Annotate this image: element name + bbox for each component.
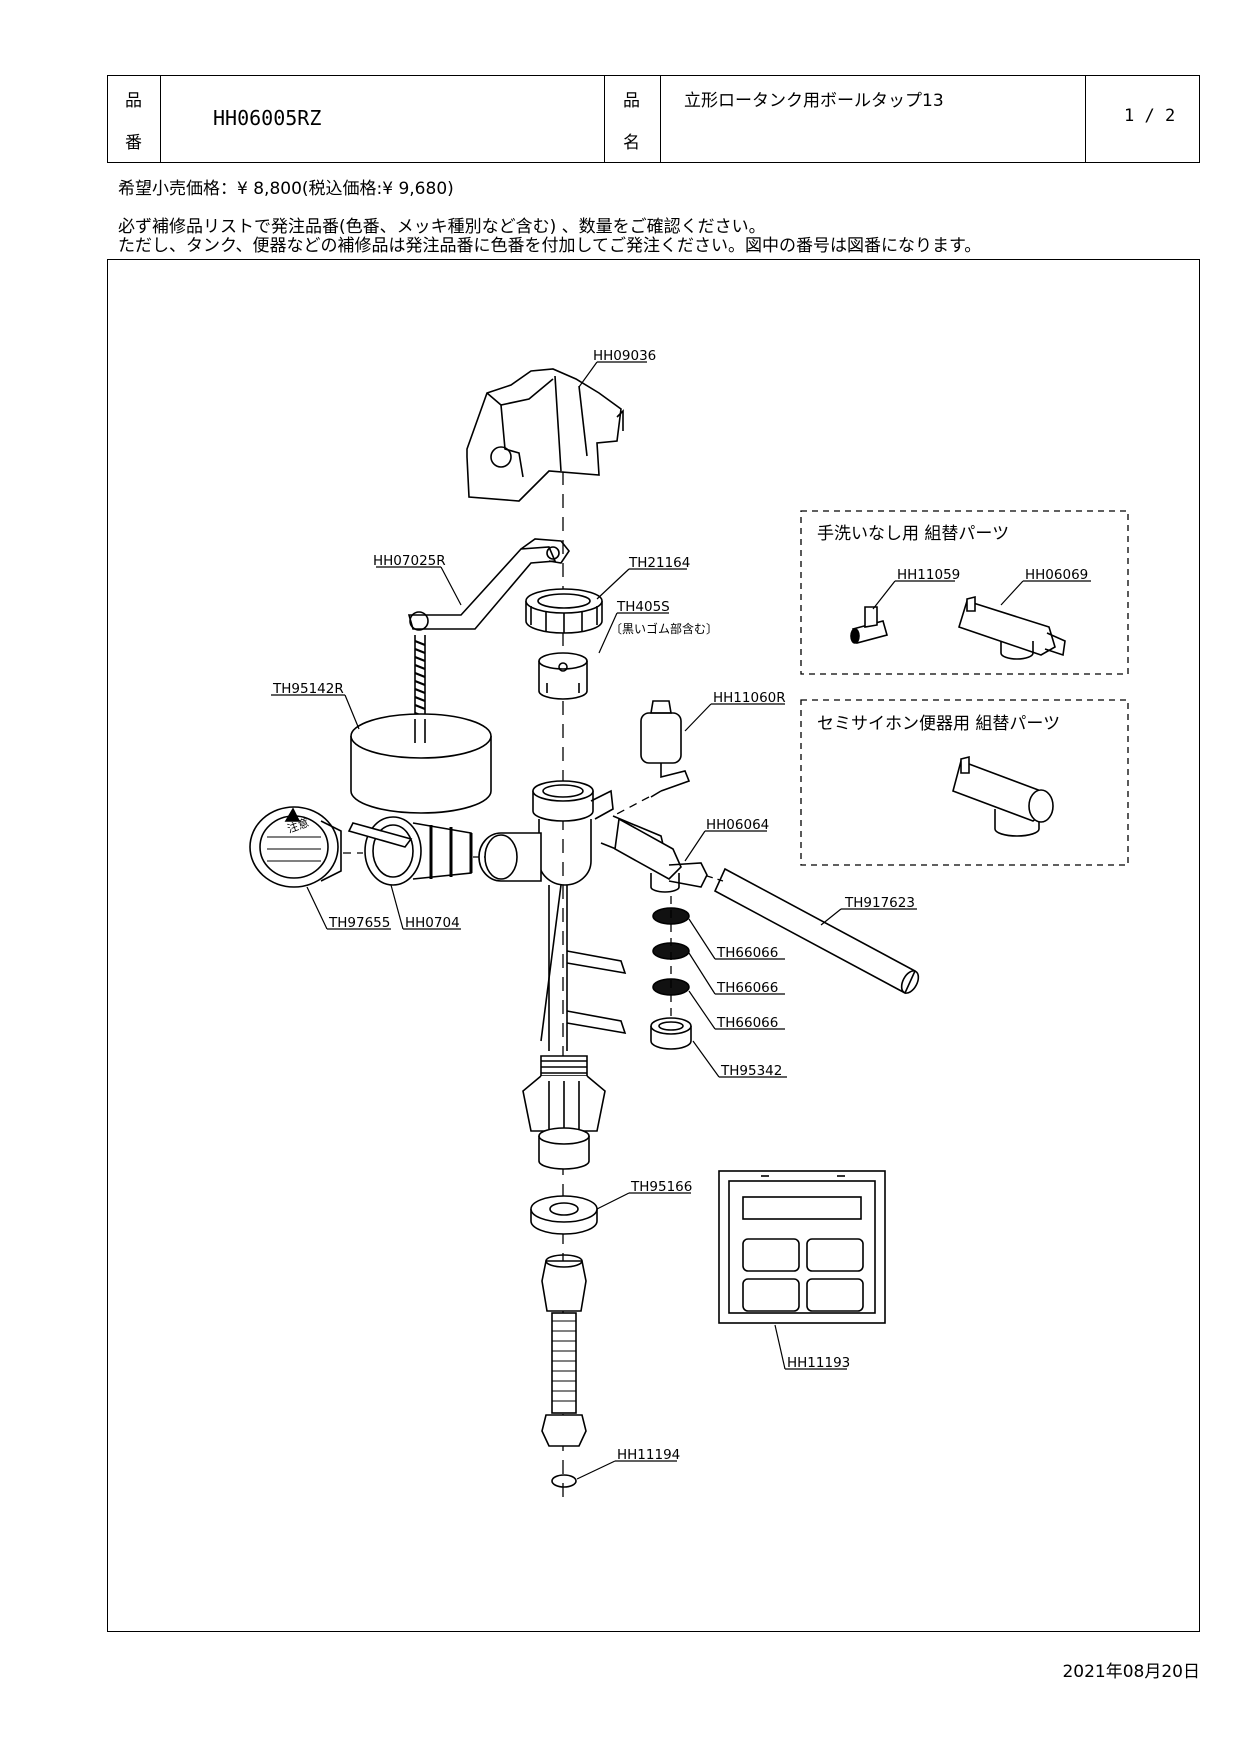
callout-hh06064: HH06064	[706, 817, 769, 833]
callout-hh11193: HH11193	[787, 1355, 850, 1371]
elbow-semi-siphon	[952, 755, 1054, 837]
callout-hh06069: HH06069	[1025, 567, 1088, 583]
box-semi-siphon-title: セミサイホン便器用 組替パーツ	[817, 714, 1060, 734]
callout-th97655: TH97655	[328, 915, 390, 931]
tee-hh11059	[850, 606, 888, 644]
callout-hh0704: HH0704	[405, 915, 460, 931]
callout-th21164: TH21164	[628, 555, 690, 571]
callout-th66066-a: TH66066	[716, 945, 778, 961]
callout-th66066-b: TH66066	[716, 980, 778, 996]
tube-th917623	[713, 867, 920, 995]
nut-th21164	[525, 588, 603, 634]
callout-hh07025r: HH07025R	[373, 553, 446, 569]
gasket-th95166	[530, 1195, 598, 1235]
product-name-label-top: 品	[623, 91, 640, 111]
header-table: 品 番 HH06005RZ 品 名 立形ロータンク用ボールタップ13 1 / 2	[107, 75, 1200, 163]
callout-th405s: TH405S	[616, 599, 670, 615]
part-number: HH06005RZ	[213, 106, 322, 130]
part-number-label-cell: 品 番	[108, 76, 161, 162]
solenoid-connector-line	[612, 796, 650, 817]
callout-hh11194: HH11194	[617, 1447, 680, 1463]
box-no-handwash-title: 手洗いなし用 組替パーツ	[817, 524, 1009, 544]
diagram-frame: HH09036 HH07025R TH21164 TH405S 〔黒いゴム部含む…	[107, 259, 1200, 1632]
callout-th66066-c: TH66066	[716, 1015, 778, 1031]
note-line-2: ただし、タンク、便器などの補修品は発注品番に色番を付加してご発注ください。図中の…	[118, 236, 982, 256]
callout-hh11059: HH11059	[897, 567, 960, 583]
float-th95142r	[350, 713, 492, 814]
cartridge-hh0704	[347, 816, 473, 886]
cap-th97655	[249, 806, 342, 888]
solenoid-hh11060r	[640, 700, 691, 798]
part-number-cell: HH06005RZ	[161, 76, 605, 162]
callout-th95142r: TH95142R	[272, 681, 344, 697]
box-no-handwash	[800, 510, 1129, 675]
page-cell: 1 / 2	[1086, 76, 1201, 162]
callout-th95342: TH95342	[720, 1063, 782, 1079]
price-line: 希望小売価格：¥ 8,800(税込価格:¥ 9,680)	[118, 179, 454, 199]
callout-hh09036: HH09036	[593, 348, 656, 364]
elbow-hh06069	[958, 595, 1066, 660]
nut-th95342	[650, 1017, 692, 1050]
callout-th917623: TH917623	[844, 895, 915, 911]
box-semi-siphon	[800, 699, 1129, 866]
exploded-parts-diagram: HH09036 HH07025R TH21164 TH405S 〔黒いゴム部含む…	[249, 348, 1129, 1501]
product-name-label-bottom: 名	[623, 133, 640, 153]
part-number-label-top: 品	[125, 91, 142, 111]
part-number-label-bottom: 番	[125, 133, 142, 153]
valve-th405s	[538, 652, 588, 700]
lever-arm-hh07025r	[407, 538, 570, 631]
leader-lines	[271, 361, 1091, 1480]
remote-panel-hh11193	[718, 1170, 886, 1324]
product-name-label-cell: 品 名	[605, 76, 661, 162]
elbow-hh06064	[614, 817, 708, 893]
tube-connector-line	[706, 875, 724, 882]
note-line-1: 必ず補修品リストで発注品番(色番、メッキ種別など含む) 、数量をご確認ください。	[118, 217, 766, 237]
product-name: 立形ロータンク用ボールタップ13	[684, 91, 944, 111]
cover-part-hh09036	[466, 368, 624, 502]
page-indicator: 1 / 2	[1124, 106, 1176, 126]
callout-hh11060r: HH11060R	[713, 690, 786, 706]
document-date: 2021年08月20日	[1062, 1662, 1200, 1682]
callout-th95166: TH95166	[630, 1179, 692, 1195]
lower-body	[522, 1055, 606, 1170]
product-name-cell: 立形ロータンク用ボールタップ13	[661, 76, 1086, 162]
hose-hh11194	[541, 1254, 587, 1488]
callout-th405s-note: 〔黒いゴム部含む〕	[610, 621, 718, 636]
main-valve-body	[478, 780, 666, 1051]
